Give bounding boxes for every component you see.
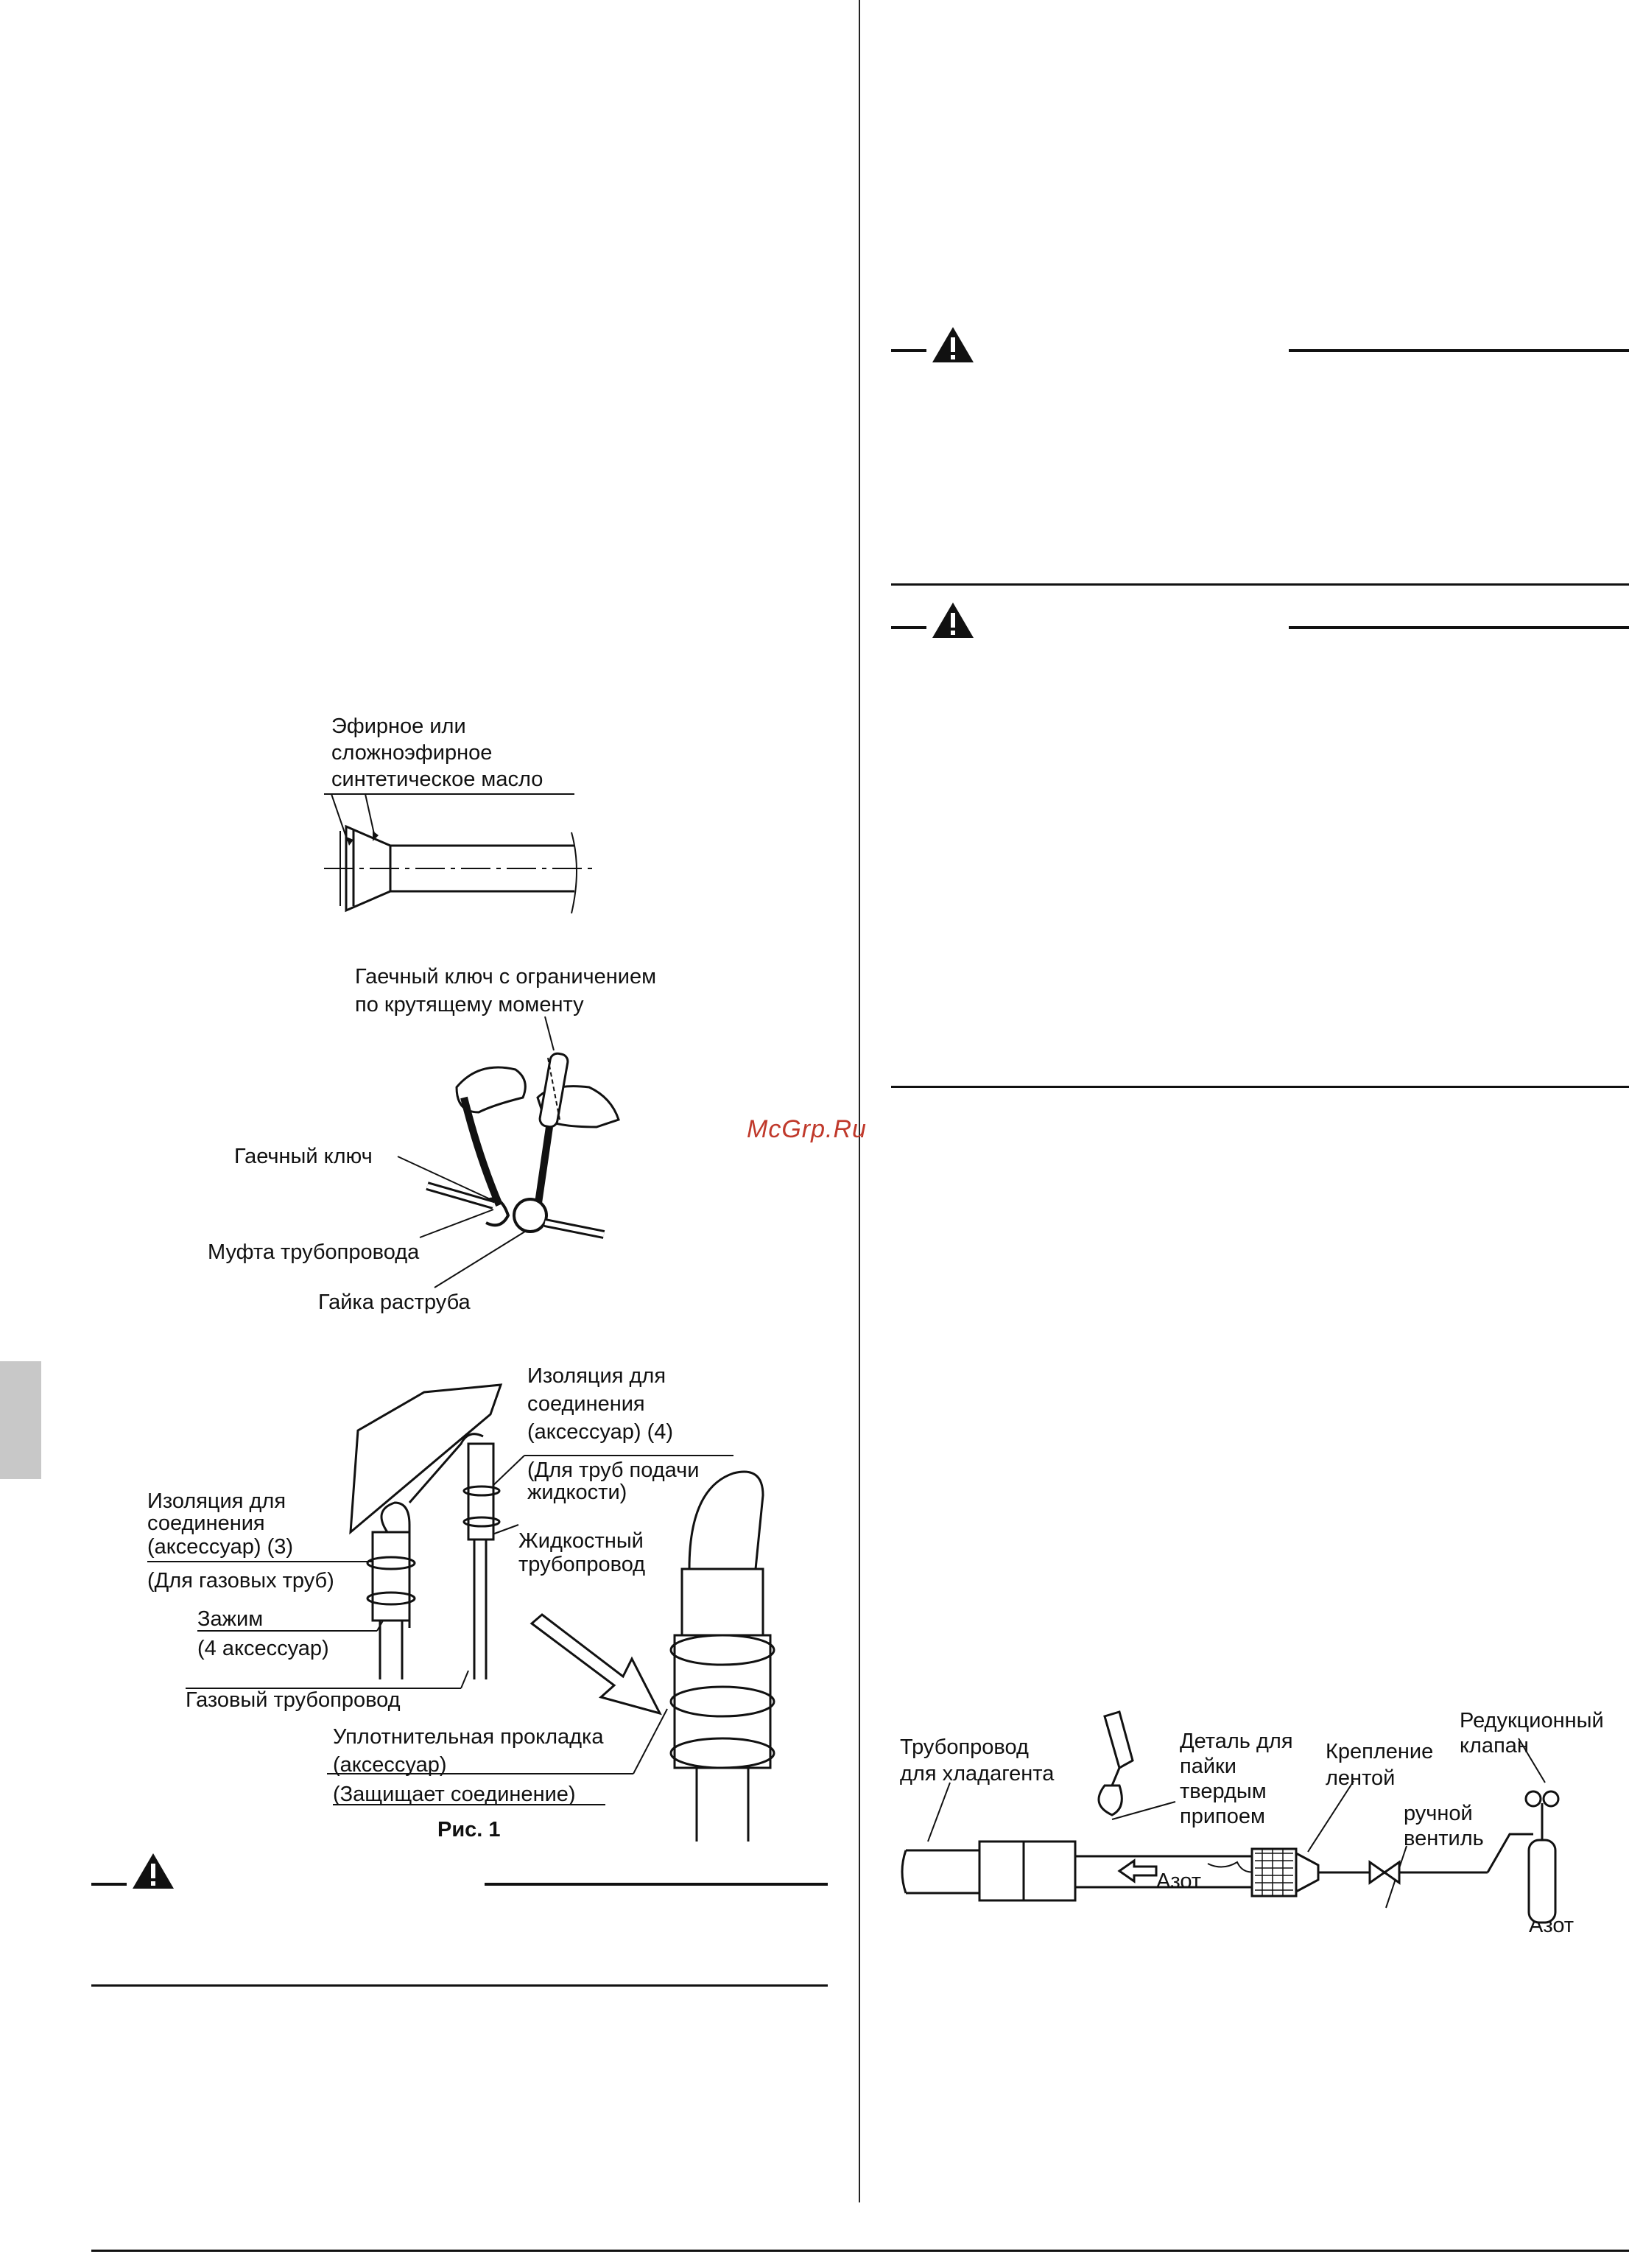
reducing-valve-line1: Редукционный	[1460, 1709, 1604, 1732]
flare-nut-label: Гайка раструба	[318, 1291, 471, 1314]
insul4-line1: Изоляция для	[527, 1364, 666, 1388]
torque-wrench-label-line2: по крутящему моменту	[355, 993, 584, 1017]
refrigerant-pipe-line2: для хладагента	[900, 1762, 1055, 1786]
warning-block-2-end-rule	[891, 1086, 1629, 1088]
seal-line2: (аксессуар)	[333, 1753, 447, 1777]
taping-line2: лентой	[1326, 1766, 1396, 1790]
hand-valve-line2: вентиль	[1404, 1827, 1484, 1850]
insul3-line1: Изоляция для	[147, 1489, 286, 1513]
oil-label-line1: Эфирное или	[331, 715, 466, 738]
brazing-diagram	[901, 1710, 1560, 1924]
liquid-pipe-line1: Жидкостный	[518, 1529, 644, 1553]
warning-block-2	[891, 603, 1629, 638]
insul4-line3: (аксессуар) (4)	[527, 1420, 674, 1444]
flare-oil-diagram	[324, 793, 597, 914]
warning-block-3-end-rule	[91, 1984, 828, 1987]
brazed-part-line4: припоем	[1180, 1805, 1265, 1828]
warning-icon	[932, 603, 974, 638]
brazed-part-line2: пайки	[1180, 1755, 1236, 1778]
liquid-note-line2: жидкости)	[527, 1481, 627, 1504]
warning-block-1	[891, 327, 1629, 362]
hand-valve-line1: ручной	[1404, 1802, 1473, 1825]
warning-block-1-end-rule	[891, 583, 1629, 586]
torque-wrench-label-line1: Гаечный ключ с ограничением	[355, 965, 657, 989]
seal-line1: Уплотнительная прокладка	[333, 1725, 604, 1749]
oil-label-line3: синтетическое масло	[331, 768, 543, 791]
liquid-pipe-line2: трубопровод	[518, 1553, 646, 1576]
clamp-line2: (4 аксессуар)	[197, 1637, 329, 1660]
gas-pipe-label: Газовый трубопровод	[186, 1688, 401, 1712]
figure-caption: Рис. 1	[437, 1818, 501, 1842]
taping-line1: Крепление	[1326, 1740, 1434, 1763]
warning-icon	[932, 327, 974, 362]
insul3-line2: соединения	[147, 1512, 265, 1535]
warning-block-3	[91, 1853, 828, 1889]
liquid-note-line1: (Для труб подачи	[527, 1458, 700, 1482]
warning-icon	[133, 1853, 174, 1889]
brazed-part-line1: Деталь для	[1180, 1730, 1293, 1753]
pipe-union-label: Муфта трубопровода	[208, 1240, 420, 1264]
insul4-line2: соединения	[527, 1392, 645, 1416]
seal-note: (Защищает соединение)	[333, 1783, 576, 1806]
refrigerant-pipe-line1: Трубопровод	[900, 1735, 1029, 1759]
insulation-diagram	[147, 1383, 775, 1842]
reducing-valve-line2: клапан	[1460, 1734, 1529, 1758]
oil-label-line2: сложноэфирное	[331, 741, 493, 765]
clamp-line1: Зажим	[197, 1607, 264, 1631]
brazed-part-line3: твердым	[1180, 1780, 1267, 1803]
wrench-diagram	[397, 1016, 620, 1288]
spanner-label: Гаечный ключ	[234, 1145, 373, 1168]
column-divider	[859, 0, 860, 2202]
gas-note: (Для газовых труб)	[147, 1569, 334, 1593]
section-tab	[0, 1361, 41, 1479]
page-footer-rule	[91, 2250, 1629, 2252]
nitrogen-flow-label: Азот	[1156, 1869, 1202, 1893]
watermark: McGrp.Ru	[747, 1115, 867, 1143]
insul3-line3: (аксессуар) (3)	[147, 1535, 294, 1559]
